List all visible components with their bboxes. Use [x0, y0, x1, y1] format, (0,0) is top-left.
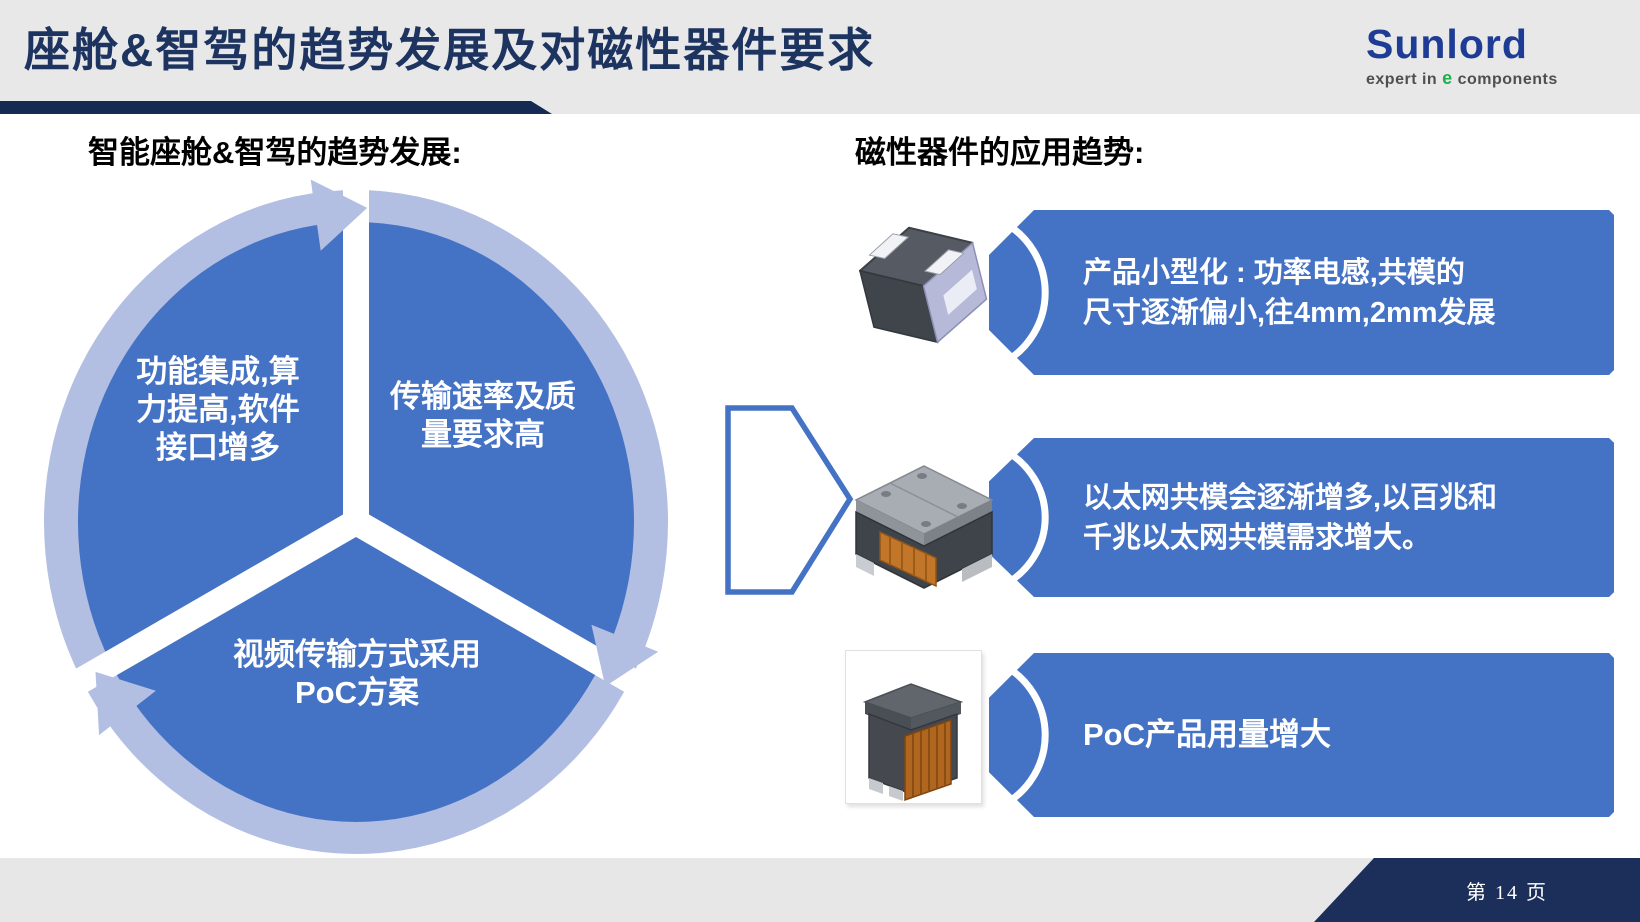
arrow-bottom-right-icon: [591, 624, 659, 687]
power-inductor-image: [858, 226, 988, 344]
right-section-heading: 磁性器件的应用趋势:: [855, 135, 1145, 170]
trend-banner-1-text: 产品小型化 : 功率电感,共模的 尺寸逐渐偏小,往4mm,2mm发展: [1083, 256, 1496, 329]
logo-brand-text: Sunlord: [1366, 21, 1528, 67]
logo-green-e-icon: e: [1442, 68, 1453, 88]
page-number-label: 第 14 页: [1466, 881, 1548, 904]
logo-tagline: expert in e components: [1366, 68, 1558, 88]
cycle-diagram: [42, 168, 670, 854]
title-accent-bar: [0, 101, 552, 114]
arrow-bottom-left-icon: [95, 671, 156, 736]
chevron-connector-icon: [725, 405, 854, 595]
trend-banner-3: PoC产品用量增大: [988, 652, 1615, 818]
poc-inductor-image: [862, 683, 964, 802]
cycle-segment-label-3: 视频传输方式采用 PoC方案: [233, 637, 481, 710]
cycle-gaps: [42, 168, 670, 711]
common-mode-choke-image: [854, 465, 994, 589]
left-section-heading: 智能座舱&智驾的趋势发展:: [88, 135, 462, 170]
footer-flag: 第 14 页: [1314, 858, 1640, 922]
trend-banner-3-text: PoC产品用量增大: [1083, 717, 1331, 752]
cycle-arrowheads: [95, 179, 659, 736]
page-title: 座舱&智驾的趋势发展及对磁性器件要求: [24, 24, 876, 76]
sunlord-logo: Sunlord expert in e components: [1366, 22, 1566, 89]
trend-banner-2-text: 以太网共模会逐渐增多,以百兆和 千兆以太网共模需求增大。: [1083, 481, 1498, 554]
trend-banner-1: 产品小型化 : 功率电感,共模的 尺寸逐渐偏小,往4mm,2mm发展: [988, 209, 1615, 376]
arrow-top-icon: [310, 179, 368, 251]
banner-shape: [989, 437, 1614, 598]
header-band: [0, 0, 1640, 114]
banner-shape: [989, 652, 1614, 818]
cycle-segment-label-2: 传输速率及质 量要求高: [390, 379, 576, 452]
trend-banner-2: 以太网共模会逐渐增多,以百兆和 千兆以太网共模需求增大。: [988, 437, 1615, 598]
cycle-segment-label-1: 功能集成,算 力提高,软件 接口增多: [136, 354, 300, 465]
banner-shape: [989, 210, 1614, 375]
